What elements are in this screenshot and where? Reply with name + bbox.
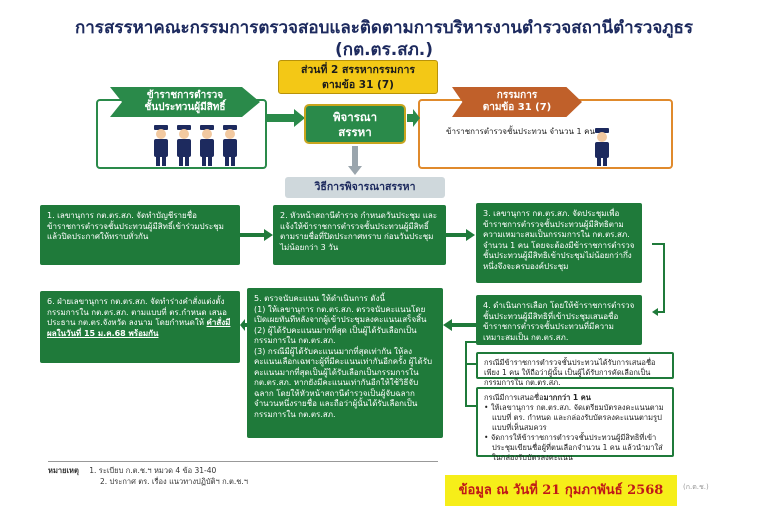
arrow-left-icon (240, 319, 249, 331)
eligible-officers-banner: ข้าราชการตำรวจ ชั้นประทวนผู้มีสิทธิ์ (110, 87, 260, 117)
arrow-right-icon (446, 229, 475, 241)
multiple-nominee-lead: กรณีมีการเสนอชื่อมากกว่า 1 คน (484, 393, 666, 403)
step-6-box: 6. ฝ่ายเลขานุการ กต.ตร.สภ. จัดทำร่างคำสั… (40, 291, 240, 363)
consider-selection-box: พิจารณา สรรหา (304, 104, 406, 144)
page-title: การสรรหาคณะกรรมการตรวจสอบและติดตามการบริ… (74, 18, 694, 38)
step-3-box: 3. เลขานุการ กต.ตร.สภ. จัดประชุมเพื่อข้า… (476, 203, 642, 283)
arrow-right-icon (266, 109, 305, 127)
arrow-right-icon (407, 109, 420, 127)
step-5-head: 5. ตรวจนับคะแนน ให้ดำเนินการ ดังนี้ (254, 294, 385, 303)
step-6-text: 6. ฝ่ายเลขานุการ กต.ตร.สภ. จัดทำร่างคำสั… (47, 297, 227, 327)
step-4-box: 4. ดำเนินการเลือก โดยให้ข้าราชการตำรวจชั… (476, 295, 642, 345)
remarks-label: หมายเหตุ (48, 466, 79, 475)
single-nominee-case-box: กรณีมีข้าราชการตำรวจชั้นประทวนได้รับการเ… (476, 352, 674, 387)
eligible-officers-line1: ข้าราชการตำรวจ (146, 90, 224, 101)
data-as-of-date: ข้อมูล ณ วันที่ 21 กุมภาพันธ์ 2568 (445, 475, 677, 506)
multiple-nominee-bullet-2: • จัดการให้ข้าราชการตำรวจชั้นประทวนผู้มี… (484, 433, 663, 462)
arrow-right-icon (240, 229, 273, 241)
part-label-line1: ส่วนที่ 2 สรรหากรรมการ (301, 64, 415, 76)
committee-member-detail: ข้าราชการตำรวจชั้นประทวน จำนวน 1 คน (446, 127, 595, 136)
eligible-officers-panel (96, 99, 267, 169)
eligible-officers-line2: ชั้นประทวนผู้มีสิทธิ์ (144, 102, 226, 113)
remarks-line-1: 1. ระเบียบ ก.ต.ช.ฯ หมวด 4 ข้อ 31-40 (89, 466, 217, 475)
step-5-item-3: (3) กรณีมีผู้ได้รับคะแนนมากที่สุดเท่ากัน… (254, 346, 433, 419)
committee-member-line2: ตามข้อ 31 (7) (482, 102, 552, 113)
step-6-effective-date: คำสั่งมีผลในวันที่ 15 ม.ค.68 พร้อมกัน (47, 318, 231, 338)
arrow-down-icon (348, 146, 362, 175)
step-1-box: 1. เลขานุการ กต.ตร.สภ. จัดทำบัญชีรายชื่อ… (40, 205, 240, 265)
connector-right-icon (652, 243, 665, 316)
multiple-nominee-lead-bold: มากกว่า 1 คน (543, 393, 591, 402)
bullet-1-text: ให้เลขานุการ กต.ตร.สภ. จัดเตรียมบัตรลงคะ… (490, 403, 664, 432)
arrow-left-icon (443, 319, 477, 331)
step-5-item-2: (2) ผู้ได้รับคะแนนมากที่สุด เป็นผู้ได้รั… (254, 325, 417, 346)
remarks-line-2: 2. ประกาศ ตร. เรื่อง แนวทางปฏิบัติฯ ก.ต.… (100, 477, 248, 486)
committee-member-banner: กรรมการ ตามข้อ 31 (7) (452, 87, 582, 117)
consider-line2: สรรหา (338, 125, 372, 139)
case-connector-icon (465, 341, 478, 407)
multiple-nominee-case-box: กรณีมีการเสนอชื่อมากกว่า 1 คน • ให้เลขาน… (476, 387, 674, 462)
faint-source-text: (ก.ต.ช.) (683, 483, 709, 491)
multiple-nominee-lead-text: กรณีมีการเสนอชื่อ (484, 393, 544, 402)
selection-method-label: วิธีการพิจารณาสรรหา (285, 177, 445, 198)
step-5-item-1: (1) ให้เลขานุการ กต.ตร.สภ. ตรวจนับคะแนนโ… (254, 304, 427, 325)
bullet-2-text: จัดการให้ข้าราชการตำรวจชั้นประทวนผู้มีสิ… (490, 433, 663, 462)
multiple-nominee-bullet-1: • ให้เลขานุการ กต.ตร.สภ. จัดเตรียมบัตรลง… (484, 403, 664, 432)
part-label-line2: ตามข้อ 31 (7) (322, 79, 394, 91)
page-subtitle: (กต.ตร.สภ.) (335, 40, 433, 60)
remarks-section: หมายเหตุ 1. ระเบียบ ก.ต.ช.ฯ หมวด 4 ข้อ 3… (48, 461, 438, 497)
police-officers-icon (154, 125, 237, 166)
step-5-box: 5. ตรวจนับคะแนน ให้ดำเนินการ ดังนี้ (1) … (247, 288, 443, 438)
police-officer-icon (595, 128, 609, 166)
step-2-box: 2. หัวหน้าสถานีตำรวจ กำหนดวันประชุม และแ… (273, 205, 446, 265)
committee-member-line1: กรรมการ (496, 90, 538, 101)
consider-line1: พิจารณา (332, 110, 378, 124)
part-label: ส่วนที่ 2 สรรหากรรมการ ตามข้อ 31 (7) (278, 60, 438, 94)
